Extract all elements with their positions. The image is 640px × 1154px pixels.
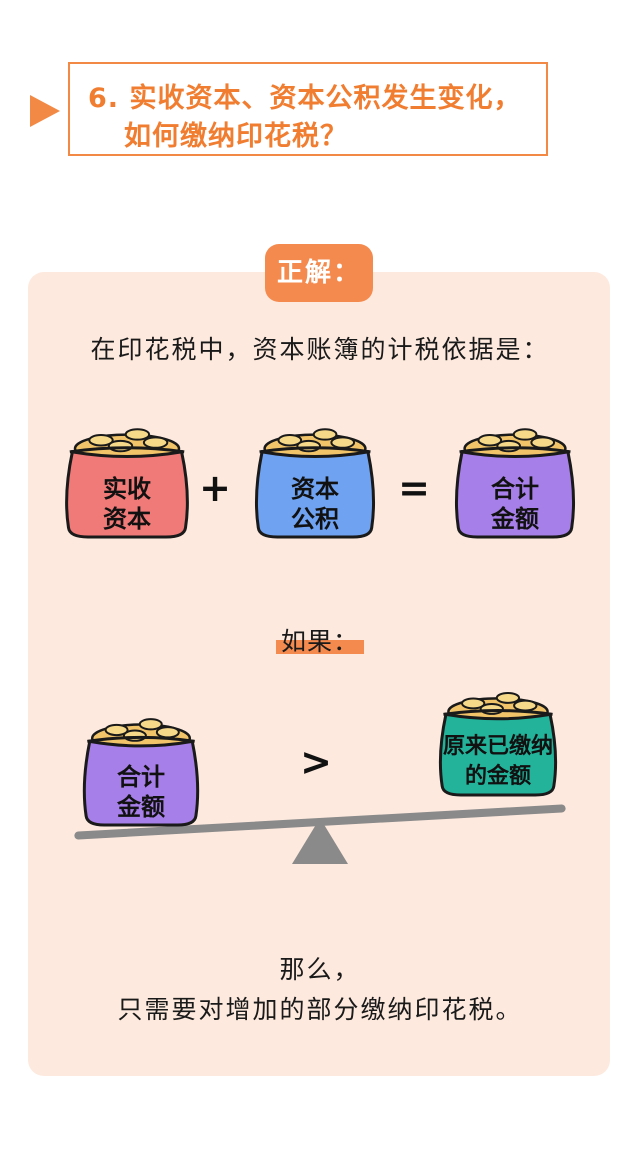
bag-label-line-2: 公积 [291,505,339,533]
bag-label-line-2: 的金额 [464,764,531,789]
bag-label-line-1: 资本 [291,475,339,503]
bag-label-line-1: 实收 [103,475,151,503]
if-highlight-bar [276,640,364,654]
money-bag-total-amount-left: 合计 金额 [80,714,202,828]
money-bag-icon [254,428,376,539]
bag-label-line-2: 资本 [103,505,151,533]
greater-than-sign: > [300,740,332,784]
conclusion-line-1: 那么， [279,955,361,984]
bag-label-line-2: 金额 [117,793,165,821]
equals-sign: = [398,466,430,510]
money-bag-previously-paid: 原来已缴纳 的金额 [436,688,560,798]
bag-label-line-1: 合计 [117,763,165,791]
seesaw-fulcrum-icon [292,818,348,864]
answer-badge: 正解： [265,244,373,302]
money-bag-capital-reserve: 资本 公积 [252,424,378,540]
bag-label-line-1: 合计 [491,475,539,503]
money-bag-icon [65,428,189,539]
money-bag-icon [82,718,200,827]
title-box: 6. 实收资本、资本公积发生变化， 如何缴纳印花税？ [68,62,548,156]
title-line-1: 6. 实收资本、资本公积发生变化， [88,83,522,114]
bag-label-line-2: 金额 [491,505,539,533]
answer-card [28,272,610,1076]
title-line-2: 如何缴纳印花税？ [124,121,348,152]
money-bag-total-amount: 合计 金额 [452,424,578,540]
conclusion-line-2: 只需要对增加的部分缴纳印花税。 [117,995,523,1024]
title-arrow-icon [30,95,60,127]
plus-sign: + [199,466,231,510]
money-bag-icon [438,691,558,797]
money-bag-paid-in-capital: 实收 资本 [62,424,192,540]
if-label: 如果： [280,627,359,656]
money-bag-icon [454,428,576,539]
bag-label-line-1: 原来已缴纳 [442,734,553,759]
intro-text: 在印花税中，资本账簿的计税依据是： [90,335,550,364]
